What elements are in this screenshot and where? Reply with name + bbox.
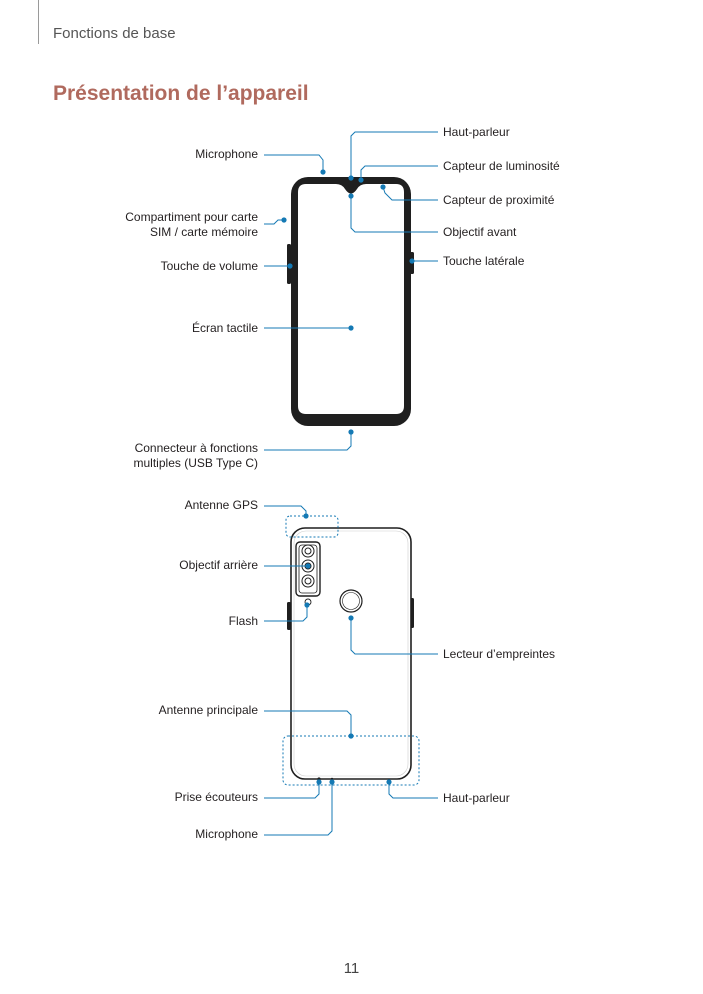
header-rule: [38, 0, 39, 44]
label-front-speaker: Haut-parleur: [443, 125, 510, 139]
label-back-speaker: Haut-parleur: [443, 791, 510, 805]
label-usb-connector: Connecteur à fonctions multiples (USB Ty…: [134, 441, 258, 471]
back-volume-key: [287, 602, 291, 630]
label-front-camera: Objectif avant: [443, 225, 517, 239]
label-usb-line2: multiples (USB Type C): [133, 456, 258, 470]
label-sim-tray-line1: Compartiment pour carte: [125, 210, 258, 224]
front-camera-lens: [348, 183, 354, 189]
rear-lens-3: [301, 574, 315, 588]
label-gps-antenna: Antenne GPS: [184, 498, 258, 512]
label-rear-camera: Objectif arrière: [179, 558, 258, 572]
page-title: Présentation de l’appareil: [53, 82, 309, 105]
gps-antenna-zone: [285, 515, 339, 538]
label-side-key: Touche latérale: [443, 254, 525, 268]
label-usb-line1: Connecteur à fonctions: [134, 441, 258, 455]
front-device: [287, 177, 414, 426]
back-device: [287, 527, 414, 781]
fingerprint-sensor: [339, 589, 363, 613]
front-callouts: [264, 131, 438, 451]
label-front-microphone: Microphone: [195, 147, 258, 161]
page-number: 11: [343, 960, 360, 977]
back-callout-dots: [303, 513, 392, 785]
antenna-zones: [282, 515, 420, 786]
label-volume-key: Touche de volume: [160, 259, 258, 273]
main-antenna-zone: [282, 735, 420, 786]
label-light-sensor: Capteur de luminosité: [443, 159, 560, 173]
label-touch-screen: Écran tactile: [191, 321, 258, 335]
section-title: Fonctions de base: [53, 25, 176, 42]
label-back-microphone: Microphone: [195, 827, 258, 841]
label-proximity-sensor: Capteur de proximité: [443, 193, 555, 207]
label-flash: Flash: [228, 614, 258, 628]
label-sim-tray-line2: SIM / carte mémoire: [149, 225, 258, 239]
touch-screen: [298, 184, 404, 414]
label-sim-tray: Compartiment pour carte SIM / carte mémo…: [125, 210, 258, 240]
label-headset-jack: Prise écouteurs: [174, 790, 258, 804]
front-callout-dots: [281, 169, 415, 435]
rear-lens-1: [301, 544, 315, 558]
label-main-antenna: Antenne principale: [158, 703, 258, 717]
label-fingerprint-sensor: Lecteur d’empreintes: [443, 647, 556, 661]
